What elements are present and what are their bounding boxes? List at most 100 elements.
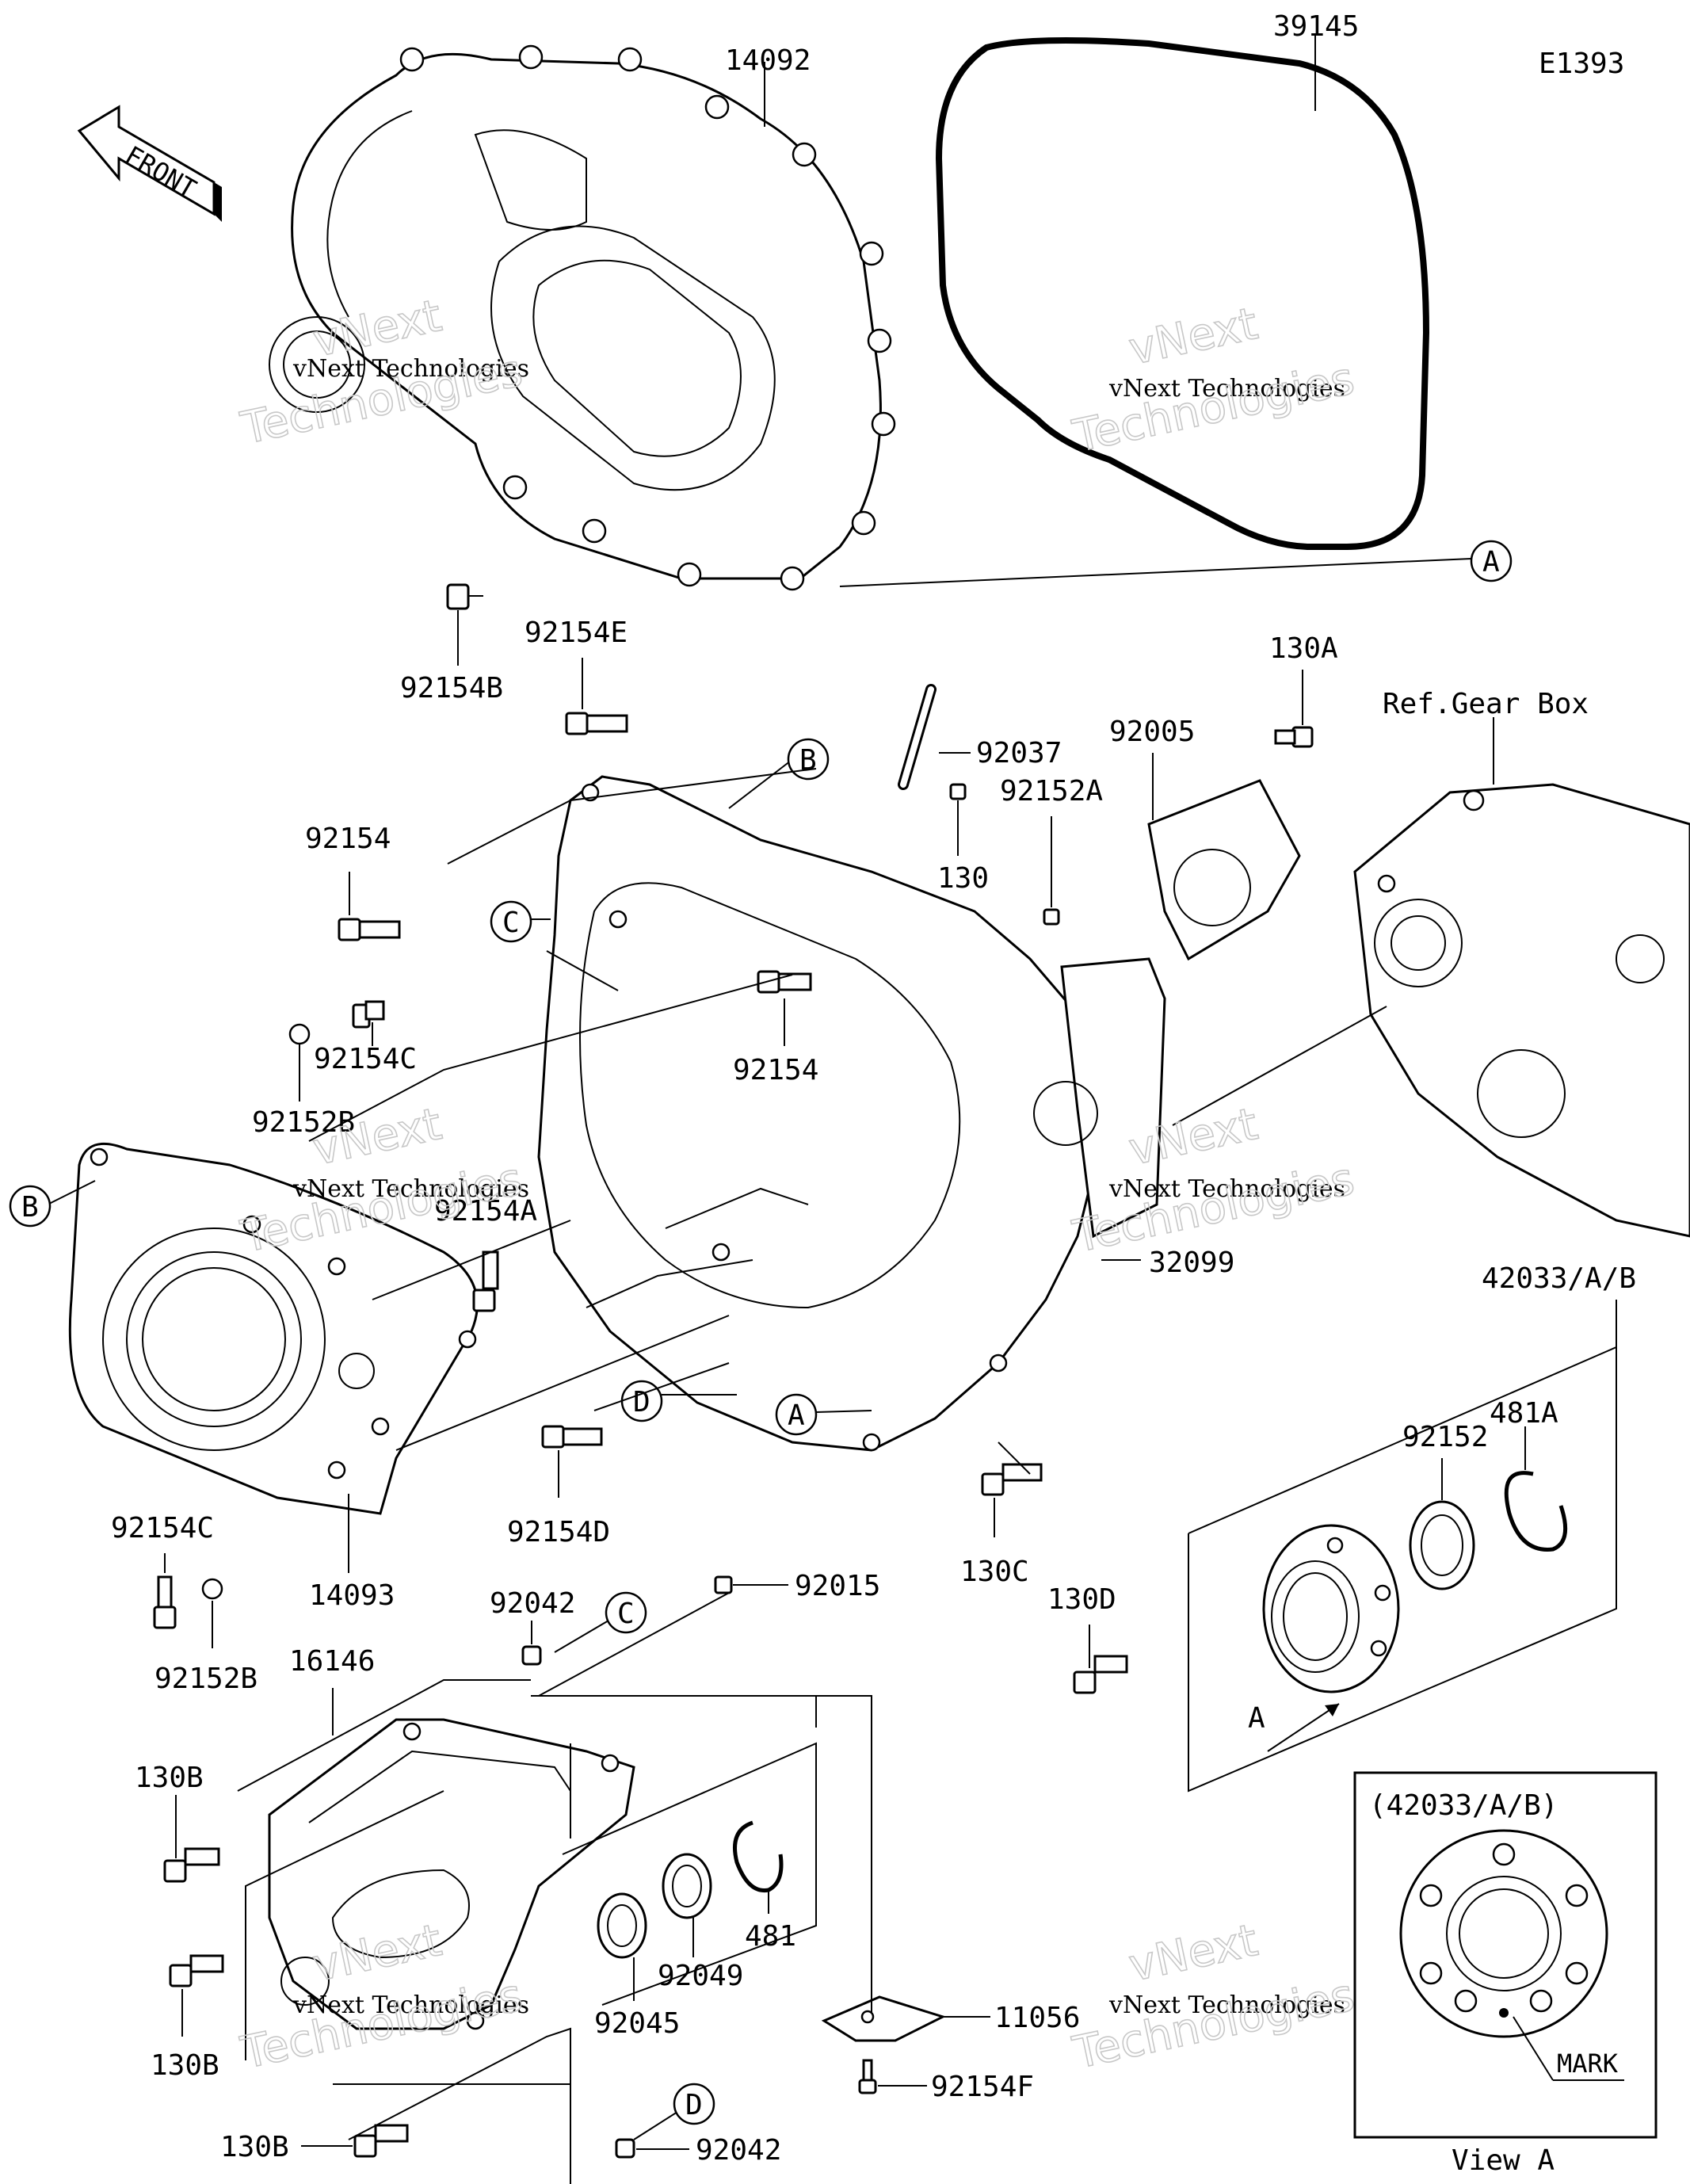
label-130C: 130C [960, 1556, 1029, 1588]
label-92037: 92037 [976, 737, 1062, 769]
bushing-92152A [1043, 908, 1060, 926]
callout-b-top [787, 738, 830, 781]
washer-92152B-top [288, 1023, 311, 1045]
bolt-130B-2 [169, 1954, 224, 1987]
callout-d-mid-label: D [633, 1386, 650, 1418]
guide-lines [237, 768, 1387, 2184]
view-a-hub [1399, 1829, 1608, 2038]
housing-16146 [268, 1718, 635, 2030]
label-92015: 92015 [795, 1570, 880, 1602]
nut-92015 [714, 1575, 733, 1594]
label-92154E: 92154E [525, 617, 628, 649]
svg-text:Technologies: Technologies [1068, 353, 1358, 463]
bolt-92154B [446, 583, 483, 610]
crankcase-cover-32099 [537, 775, 1166, 1452]
mark-label: MARK [1557, 2048, 1619, 2079]
callout-b-top-label: B [799, 744, 817, 777]
callout-a-mid [775, 1393, 818, 1436]
label-92154F: 92154F [931, 2071, 1034, 2103]
callout-b-left-label: B [21, 1191, 39, 1224]
dowel-92042-top [521, 1645, 542, 1666]
label-92042-bot: 92042 [696, 2134, 781, 2167]
svg-text:Technologies: Technologies [1068, 1969, 1358, 2079]
oil-seal-92045 [597, 1892, 647, 1959]
bolt-130B-3 [353, 2124, 409, 2158]
outer-cover-14092 [269, 44, 896, 591]
bolt-92154-top [338, 918, 401, 941]
bracket-11056 [821, 1995, 946, 2042]
diagram-code: E1393 [1539, 48, 1624, 80]
label-92154C-bot: 92154C [111, 1512, 214, 1544]
washer-92152B-bot [201, 1578, 223, 1600]
callout-a-mid-label: A [788, 1399, 805, 1432]
arrow-a-label: A [1248, 1702, 1265, 1735]
label-130B-3: 130B [220, 2131, 289, 2163]
callout-b-left [9, 1185, 52, 1228]
label-14093: 14093 [309, 1579, 395, 1612]
label-92152B-bot: 92152B [155, 1663, 258, 1695]
label-92152A: 92152A [1000, 775, 1103, 808]
label-92005: 92005 [1109, 716, 1195, 748]
bolt-92154A [472, 1250, 499, 1312]
dowel-92037 [898, 684, 937, 790]
label-42033: 42033/A/B [1482, 1262, 1636, 1295]
oil-seal-92049 [662, 1853, 712, 1919]
watermark-6: vNext Technologies vNext Technologies [1068, 1914, 1360, 2079]
label-92045: 92045 [594, 2007, 680, 2040]
circlip-481 [733, 1820, 784, 1893]
bolt-92154D [541, 1425, 603, 1449]
label-39145: 39145 [1273, 10, 1359, 43]
label-481A: 481A [1490, 1397, 1558, 1430]
svg-text:vNext Technologies: vNext Technologies [292, 1175, 529, 1203]
callout-c-bot-label: C [617, 1598, 635, 1630]
gear-box-ref [1353, 783, 1690, 1238]
label-14092: 14092 [725, 44, 811, 77]
svg-text:vNext Technologies: vNext Technologies [1108, 1175, 1345, 1203]
label-130D: 130D [1047, 1583, 1116, 1616]
callout-c-bot [605, 1591, 647, 1634]
svg-text:vNext: vNext [1124, 298, 1262, 376]
label-11056: 11056 [994, 2002, 1080, 2034]
bolt-92154C-bot [153, 1575, 177, 1629]
bolt-130B-1 [163, 1847, 220, 1883]
label-16146: 16146 [289, 1645, 375, 1678]
label-130B-2: 130B [151, 2049, 219, 2082]
circlip-481A [1504, 1471, 1568, 1552]
label-92152B-top: 92152B [252, 1106, 355, 1139]
label-92154C-top: 92154C [314, 1043, 417, 1075]
label-92154A: 92154A [434, 1195, 537, 1228]
label-92154D: 92154D [507, 1516, 610, 1548]
ref-gear-box-label: Ref.Gear Box [1383, 688, 1589, 720]
label-92152: 92152 [1402, 1421, 1488, 1453]
svg-text:vNext Technologies: vNext Technologies [1108, 375, 1345, 403]
label-92154B: 92154B [400, 672, 503, 704]
callout-c-mid [490, 900, 532, 943]
bolt-92154E [565, 712, 628, 735]
front-arrow-icon: FRONT [77, 105, 222, 222]
bolt-130D [1073, 1655, 1128, 1694]
bolt-92154C-top [352, 1000, 385, 1029]
inner-cover-14093 [68, 1142, 479, 1515]
label-130: 130 [937, 862, 989, 895]
label-130B-1: 130B [135, 1762, 204, 1794]
bolt-130 [949, 783, 967, 800]
bolt-130A [1274, 726, 1314, 748]
callout-c-mid-label: C [502, 907, 520, 939]
bolt-130C [981, 1463, 1043, 1496]
label-92042-top: 92042 [490, 1587, 575, 1620]
view-a-title: (42033/A/B) [1369, 1789, 1558, 1822]
callout-a-top-label: A [1482, 546, 1500, 578]
callout-d-bot [673, 2083, 715, 2125]
gasket-92005 [1147, 779, 1301, 961]
svg-text:vNext: vNext [1124, 1915, 1262, 1992]
svg-text:vNext Technologies: vNext Technologies [292, 1991, 529, 2019]
label-92049: 92049 [658, 1960, 743, 1992]
callout-d-bot-label: D [685, 2089, 703, 2121]
label-92154-top: 92154 [305, 823, 391, 855]
oil-seal-92152 [1409, 1500, 1475, 1590]
front-label: FRONT [120, 140, 201, 204]
bearing-holder-42033 [1262, 1524, 1400, 1693]
watermark-2: vNext Technologies vNext Technologies [1068, 297, 1360, 463]
label-92154-mid: 92154 [733, 1054, 818, 1086]
